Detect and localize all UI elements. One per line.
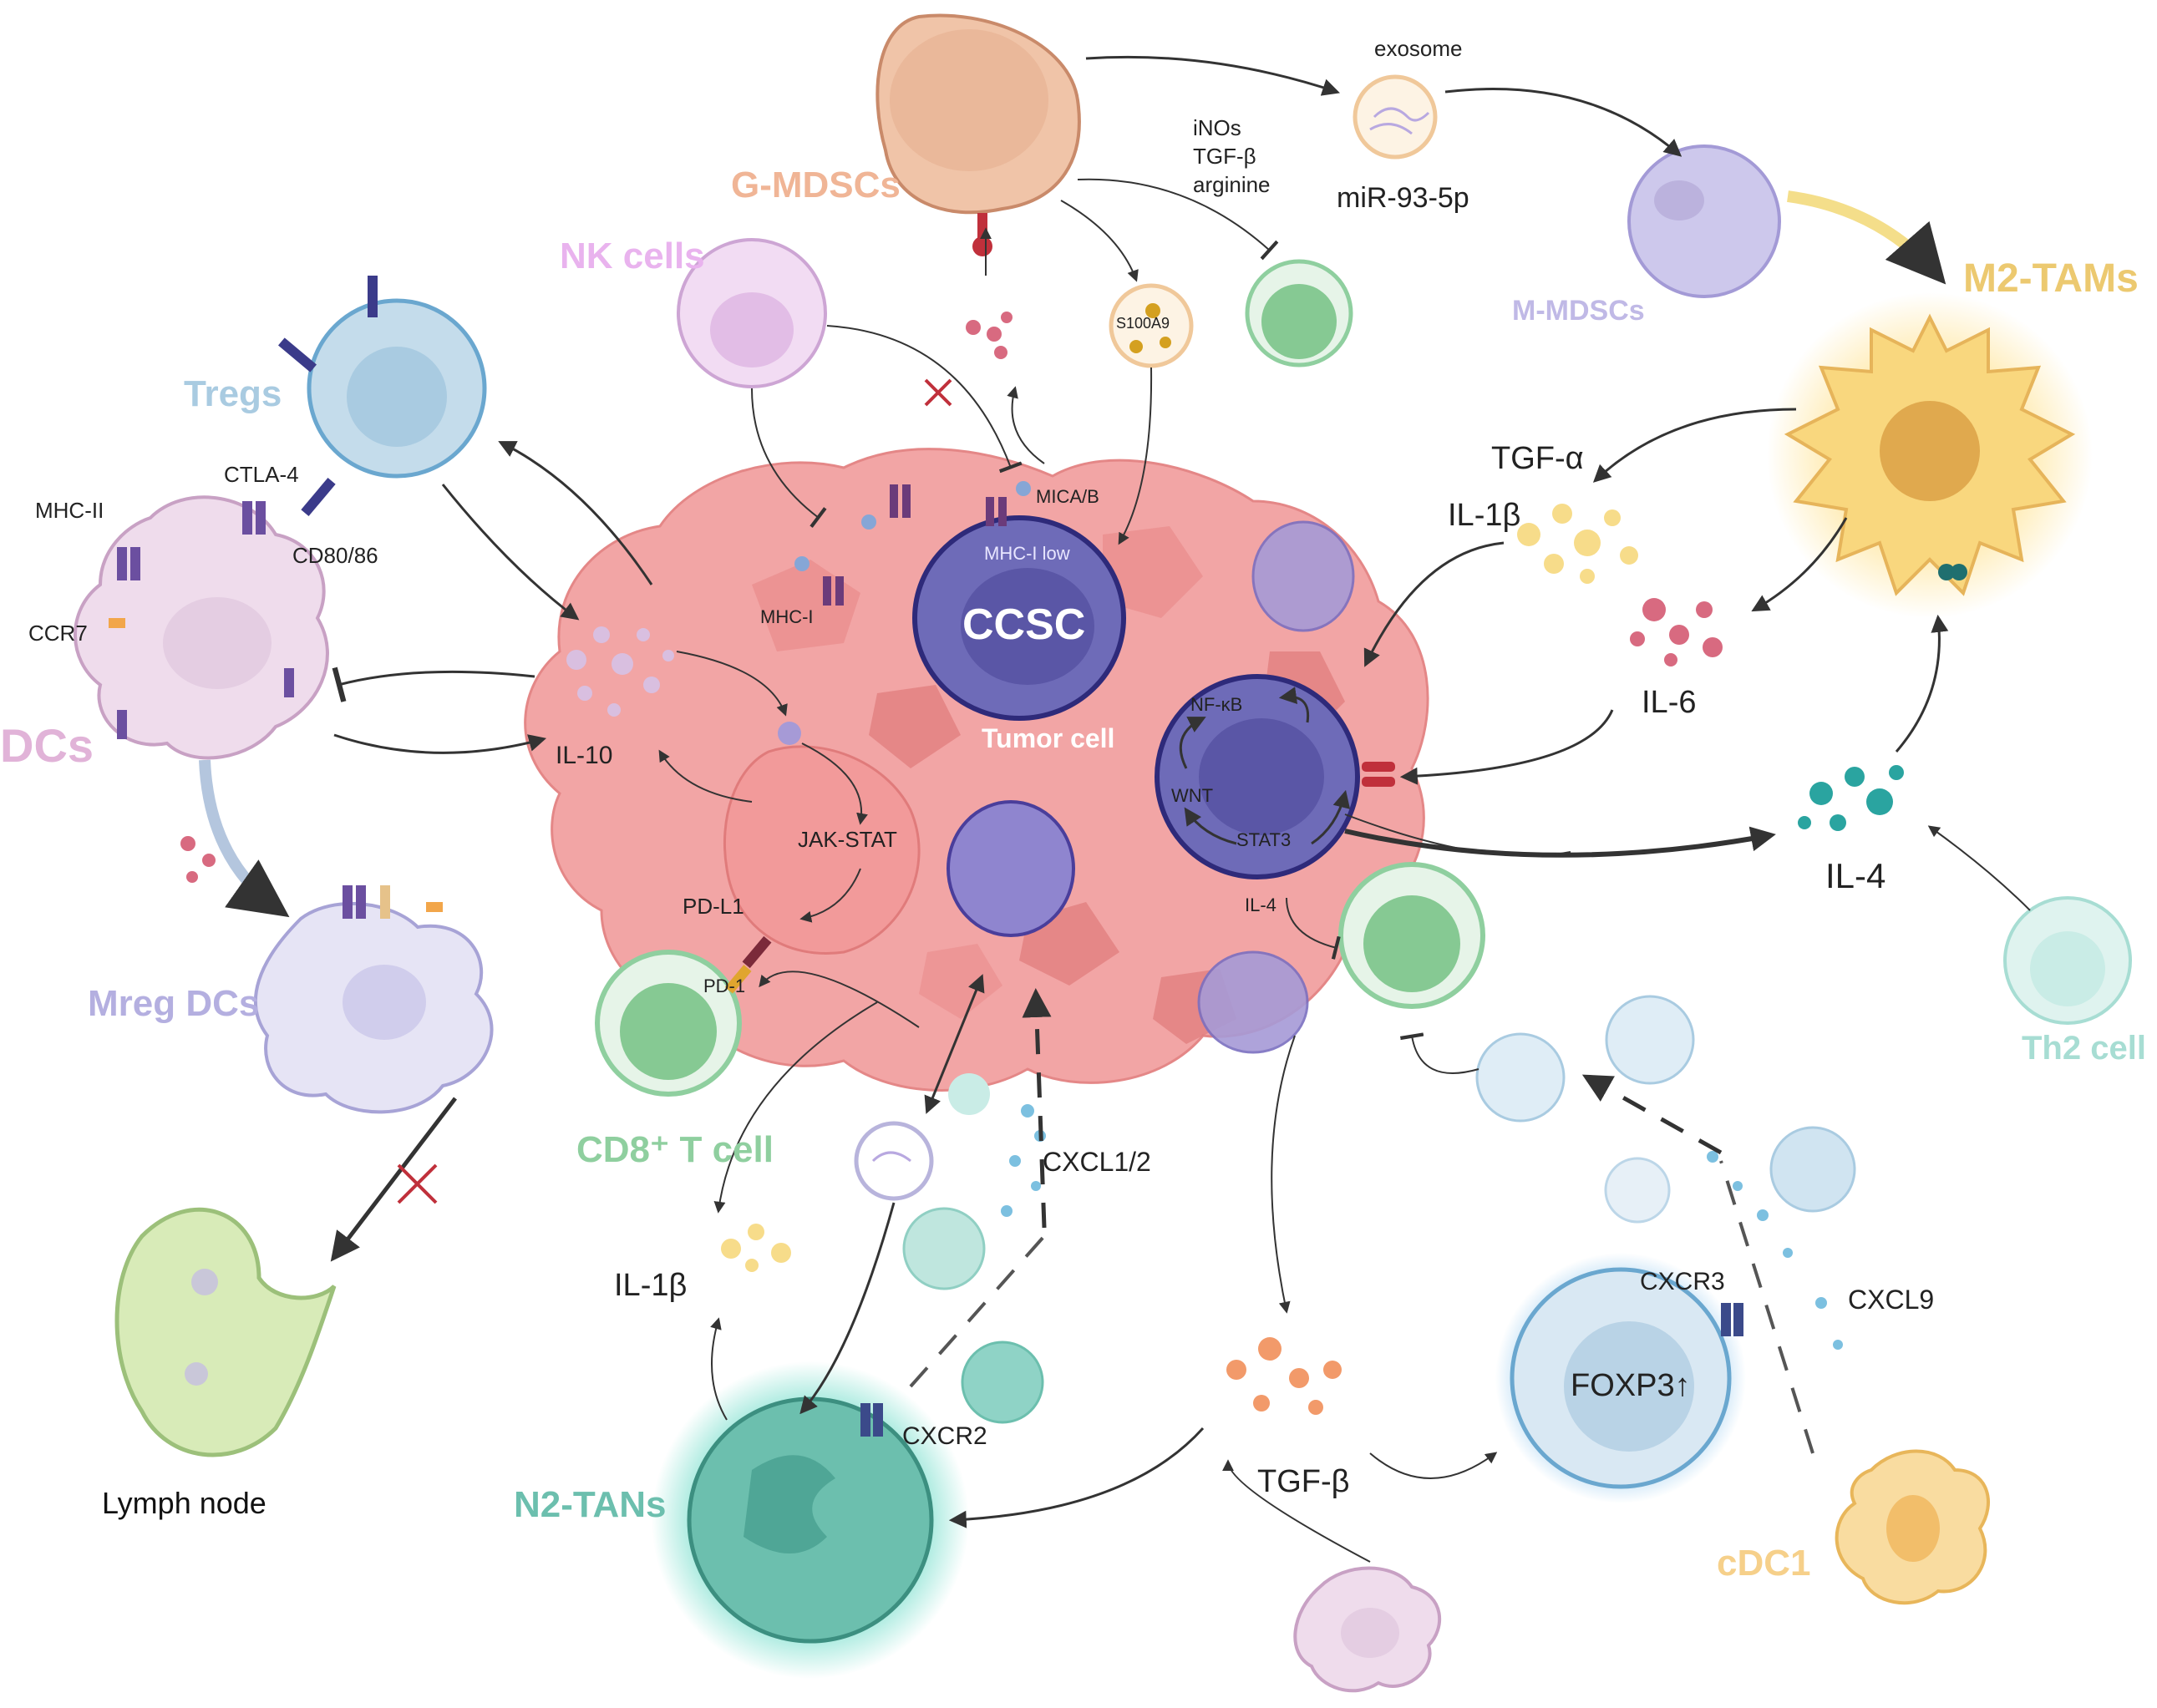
label-cxcl9: CXCL9 [1848, 1285, 1935, 1315]
label-mir-93-5p: miR-93-5p [1337, 182, 1469, 214]
tgfa-il1b-dots [1517, 504, 1638, 584]
label-il-4-big: IL-4 [1825, 856, 1886, 895]
label-mhc-ii: MHC-II [35, 498, 104, 523]
cxcl-dots [1001, 1104, 1843, 1350]
label-m2-tams: M2-TAMs [1963, 256, 2139, 301]
label-pd-1: PD-1 [703, 976, 746, 996]
label-cxcr2: CXCR2 [902, 1422, 987, 1450]
label-n2-tans: N2-TANs [514, 1484, 667, 1525]
label-nf-kb: NF-κB [1190, 694, 1243, 715]
label-il-10: IL-10 [556, 742, 613, 769]
foxp3-treg-cell [1495, 1253, 1746, 1503]
mreg-dc-cell [254, 885, 494, 1114]
il10-dots [566, 626, 674, 717]
label-inos: iNOs [1193, 115, 1241, 140]
label-th2-cell: Th2 cell [2022, 1030, 2146, 1067]
block-marks [397, 378, 952, 1204]
il6-dots [1630, 598, 1723, 666]
s100a9-vesicle [1109, 283, 1194, 368]
il1b-bottom-dots [721, 1224, 791, 1272]
dc-to-mreg-arrow [199, 759, 290, 918]
m-mdsc-cell [1627, 144, 1781, 298]
label-il-1b-bottom: IL-1β [614, 1268, 688, 1303]
label-tregs: Tregs [184, 373, 282, 414]
cdc1-cell [1835, 1449, 1990, 1605]
label-arginine: arginine [1193, 172, 1271, 197]
label-exosome: exosome [1374, 36, 1463, 61]
label-il-4-small: IL-4 [1245, 895, 1276, 915]
label-il-1b-top: IL-1β [1448, 498, 1521, 533]
label-cxcl1-2: CXCL1/2 [1043, 1147, 1151, 1177]
th2-cell [2003, 896, 2132, 1025]
label-tumor-cell: Tumor cell [982, 723, 1115, 753]
label-tgfb-small: TGF-β [1193, 144, 1256, 169]
blue-cells-cluster [1475, 995, 1856, 1224]
mreg-dots [180, 836, 216, 883]
nk-cell [677, 238, 827, 388]
label-wnt: WNT [1171, 785, 1214, 806]
t-cell-top [1245, 259, 1353, 367]
label-jak-stat: JAK-STAT [798, 827, 897, 852]
label-foxp3: FOXP3↑ [1571, 1368, 1691, 1403]
tgfb-bottom-dots [1226, 1337, 1342, 1415]
label-pd-l1: PD-L1 [683, 894, 744, 919]
label-cdc1: cDC1 [1717, 1543, 1811, 1584]
label-mhc-i: MHC-I [760, 606, 814, 627]
label-ccr7: CCR7 [28, 621, 88, 646]
label-g-mdscs: G-MDSCs [731, 165, 901, 205]
label-dcs: DCs [0, 719, 94, 772]
n2-tan-cell [652, 1361, 969, 1679]
label-m-mdscs: M-MDSCs [1512, 295, 1645, 327]
lymph-node [114, 1207, 337, 1457]
il4-dots [1798, 765, 1904, 831]
label-ctla-4: CTLA-4 [224, 462, 299, 487]
exosome-vesicle [1353, 74, 1438, 160]
label-lymph-node: Lymph node [102, 1486, 266, 1520]
t-cell-right [1338, 862, 1485, 1009]
treg-cell [277, 276, 487, 517]
vesicle-bottom [854, 1121, 934, 1201]
arrows [330, 55, 2031, 1563]
tumor-mass [524, 448, 1429, 1092]
label-mhc-i-low: MHC-I low [984, 543, 1070, 564]
m2-tam-cell [1767, 292, 2093, 618]
label-s100a9: S100A9 [1116, 315, 1170, 332]
mmdsc-to-m2-arrow [1787, 190, 1946, 285]
label-stat3: STAT3 [1236, 829, 1292, 850]
label-mica-b: MICA/B [1036, 486, 1099, 507]
label-il-6: IL-6 [1642, 685, 1697, 720]
g-mdsc-cell [875, 13, 1081, 359]
label-cd80-86: CD80/86 [292, 543, 378, 568]
dendritic-cell [74, 495, 329, 760]
cd8-t-cell [595, 935, 772, 1097]
label-tgf-alpha: TGF-α [1491, 441, 1584, 476]
label-tgf-beta-bottom: TGF-β [1257, 1464, 1350, 1499]
label-mreg-dcs: Mreg DCs [88, 983, 260, 1024]
label-ccsc: CCSC [962, 601, 1086, 649]
label-nk-cells: NK cells [560, 236, 705, 276]
label-cxcr3: CXCR3 [1640, 1268, 1725, 1295]
label-cd8-t-cell: CD8⁺ T cell [576, 1129, 774, 1170]
dc-bottom [1293, 1566, 1441, 1693]
